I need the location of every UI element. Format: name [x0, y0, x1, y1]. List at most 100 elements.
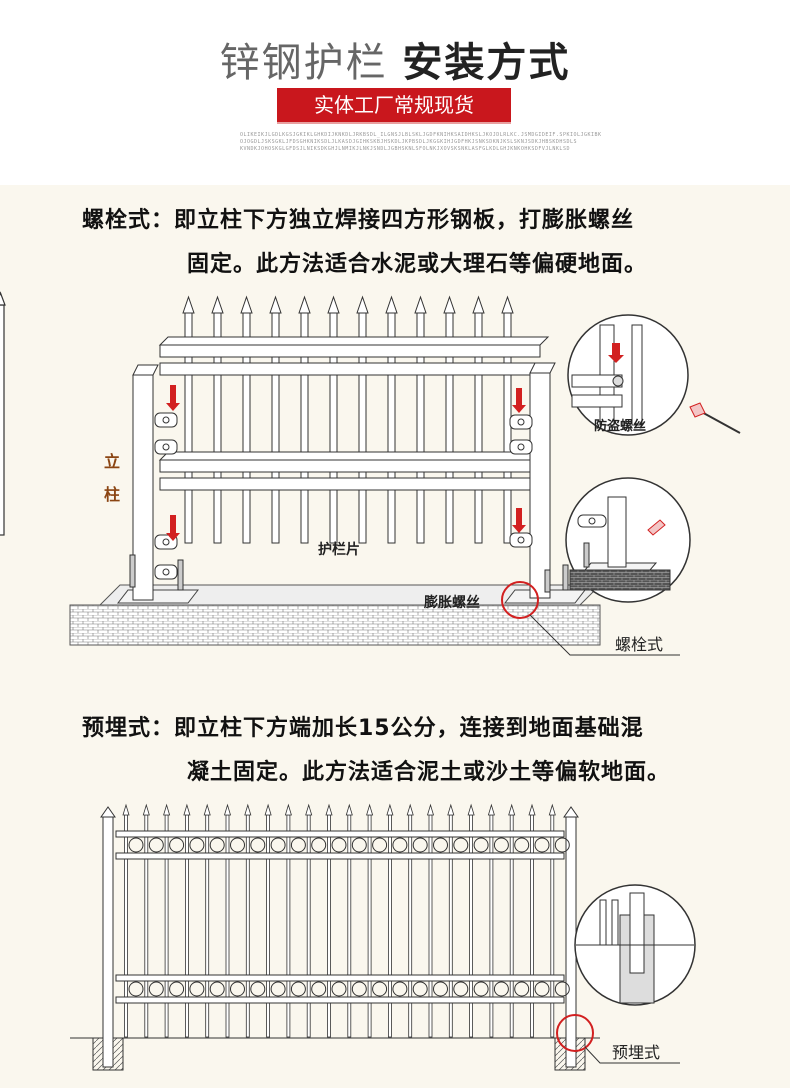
ring: [331, 837, 347, 853]
picket: [426, 803, 435, 1038]
post-right-cap: [563, 806, 579, 818]
picket: [385, 295, 398, 544]
picket: [203, 803, 211, 1038]
picket: [501, 295, 514, 544]
picket: [386, 803, 394, 1038]
ring: [311, 837, 327, 853]
tiny-line: KVNDKJOHOSKGLGFDSJLNIKSDKGHJLNMIKJLNKJSN…: [240, 146, 570, 152]
ring: [189, 981, 205, 997]
ring: [351, 837, 367, 853]
detail-antitheft: 防盗螺丝: [567, 314, 741, 436]
rail-top2: [115, 852, 565, 860]
tiny-line: OJOGDLJSKSGKLJFDSGHKNIKSDLJLKASDJGIHKSKB…: [240, 139, 577, 145]
label-expansion-bolt: 膨胀螺丝: [424, 594, 480, 611]
ring: [453, 981, 469, 997]
ring: [372, 837, 388, 853]
ring: [230, 981, 245, 997]
ring: [290, 837, 306, 853]
callout-label-bolt: 螺栓式: [615, 635, 663, 654]
ring: [331, 981, 347, 997]
picket: [443, 295, 456, 544]
ring: [493, 981, 509, 997]
picket: [182, 295, 195, 544]
detail-embed: [574, 884, 696, 1006]
picket: [528, 803, 536, 1038]
post-left-cap: [132, 364, 159, 376]
ring: [433, 837, 448, 853]
picket: [142, 803, 150, 1038]
picket: [548, 803, 556, 1038]
title-bold: 安装方式: [402, 40, 571, 86]
ring: [554, 981, 570, 997]
embed-callout-line: [584, 1046, 680, 1064]
picket: [325, 803, 333, 1038]
ring: [128, 837, 144, 853]
ring: [209, 981, 225, 997]
detail-baseplate: [565, 477, 691, 603]
bolt-desc-line2: 固定。此方法适合水泥或大理石等偏硬地面。: [187, 252, 648, 277]
picket: [122, 803, 130, 1038]
picket: [269, 295, 282, 544]
ring: [514, 837, 530, 853]
embed-desc-line2: 凝土固定。此方法适合泥土或沙土等偏软地面。: [187, 760, 671, 785]
ring: [189, 837, 205, 853]
post-right-cap: [529, 362, 556, 374]
label-panel: 护栏片: [318, 541, 360, 558]
ring: [169, 981, 185, 997]
picket: [244, 803, 252, 1038]
mid-rail-face: [159, 459, 541, 473]
base-plate-left: [116, 589, 200, 604]
badge: 实体工厂常规现货: [277, 88, 511, 122]
picket-row: [182, 295, 514, 544]
ground-brick: [69, 604, 601, 646]
ring: [270, 981, 286, 997]
red-arrows: [166, 385, 526, 541]
rail-bottom2: [115, 996, 565, 1004]
picket: [223, 803, 232, 1038]
post-left-cap: [100, 806, 116, 818]
ring: [230, 837, 245, 853]
tiny-line: OLIKEIKJLGDLKGSJGKIKLGHKDIJKNKDLJRKBSDL_…: [240, 132, 602, 138]
picket: [356, 295, 369, 544]
picket: [366, 803, 374, 1038]
ring: [250, 837, 266, 853]
picket-row: [122, 803, 556, 1038]
callout-line: [529, 614, 680, 656]
ring: [311, 981, 327, 997]
bolt-callout-circle: [501, 581, 539, 619]
ring: [493, 837, 509, 853]
picket: [447, 803, 455, 1038]
ring: [453, 837, 469, 853]
ring: [169, 837, 185, 853]
page-title: 锌钢护栏 安装方式: [0, 30, 790, 88]
picket: [211, 295, 224, 544]
callout-label-embed: 预埋式: [612, 1043, 660, 1062]
picket: [163, 803, 171, 1038]
embed-desc-line1: 预埋式：即立柱下方端加长15公分，连接到地面基础混: [82, 716, 644, 741]
anchor-bolts: [129, 554, 569, 593]
rail-4: [159, 477, 541, 491]
rail-bottom: [115, 974, 565, 982]
embed-callout-circle: [556, 1014, 594, 1052]
picket: [264, 803, 272, 1038]
ring: [148, 837, 164, 853]
ring: [372, 981, 388, 997]
brackets: [154, 412, 533, 580]
bolt-fence-illustration: 螺栓式 立 柱 护栏片 膨胀螺丝 防盗螺丝: [0, 291, 741, 656]
ring: [473, 837, 489, 853]
title-light: 锌钢护栏: [219, 40, 388, 86]
ring: [412, 837, 428, 853]
ring: [473, 981, 489, 997]
label-post-1: 立: [104, 452, 120, 471]
ring: [148, 981, 164, 997]
picket: [414, 295, 427, 544]
picket: [305, 803, 313, 1038]
embed-fence-illustration: 预埋式: [70, 803, 696, 1071]
ring: [209, 837, 225, 853]
post-left: [132, 374, 154, 601]
post-left: [102, 816, 114, 1068]
ring: [412, 981, 428, 997]
ring: [290, 981, 306, 997]
mid-rail: [158, 451, 550, 461]
